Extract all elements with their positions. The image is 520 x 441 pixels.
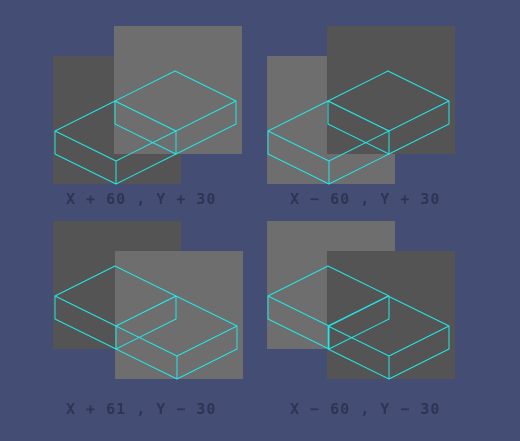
panel-2-caption: X − 60 , Y + 30	[290, 190, 441, 208]
panel-3-caption: X + 61 , Y − 30	[66, 400, 217, 418]
tile-back	[327, 26, 455, 154]
tile-front	[114, 26, 242, 154]
tile-front	[115, 251, 243, 379]
wireframe-box-b	[327, 295, 450, 380]
wireframe-box-b	[327, 70, 450, 155]
panel-4-caption: X − 60 , Y − 30	[290, 400, 441, 418]
tile-back	[327, 251, 455, 379]
wireframe-box-b	[115, 295, 238, 380]
wireframe-box-b	[114, 70, 237, 155]
panel-1-caption: X + 60 , Y + 30	[66, 190, 217, 208]
